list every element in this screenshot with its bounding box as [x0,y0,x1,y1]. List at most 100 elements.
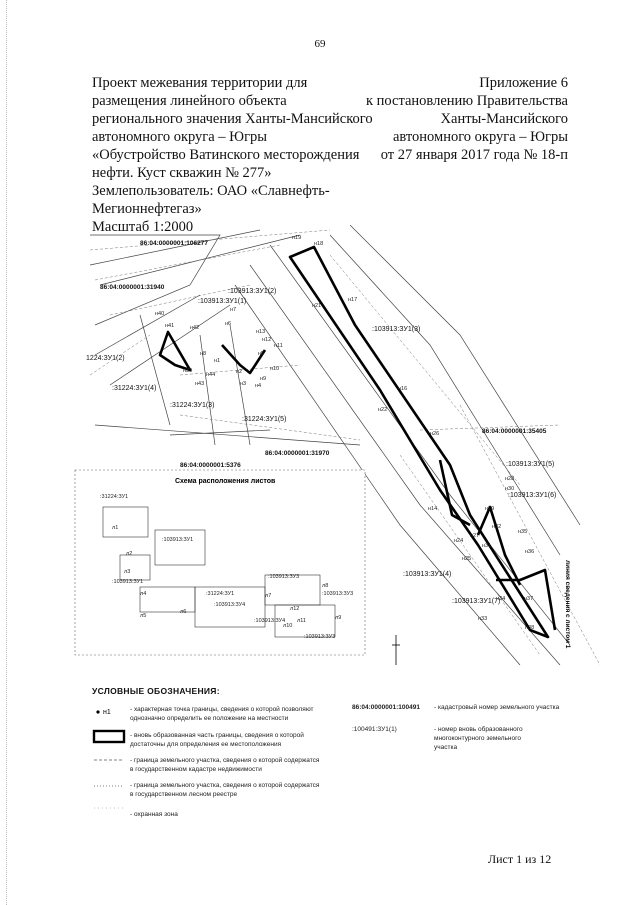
boundary-point-label: н14 [428,506,437,512]
header-line: Проект межевания территории для [92,75,308,91]
boundary-point-label: н29 [485,506,494,512]
boundary-point-label: н28 [505,476,514,482]
header-line: автономного округа – Югры [92,129,268,145]
header-line: Масштаб 1:2000 [92,219,194,235]
boundary-point-label: н38 [525,625,534,631]
boundary-point-label: н21 [312,303,321,309]
parcel-label: :31224:ЗУ1(5) [242,416,286,423]
boundary-point-label: н36 [525,549,534,555]
cadastre-label: 86:04:0000001:35405 [482,428,547,435]
header-line: Мегионнефтегаз» [92,201,202,217]
header-line: Ханты-Мансийского [440,111,568,127]
inset-parcel-label: :103913:ЗУ3 [268,574,299,580]
parcel-label: 1224:ЗУ1(2) [86,355,125,362]
sheet-number: Лист 1 из 12 [488,852,552,866]
point-symbol-label: н1 [103,709,111,716]
header-line: автономного округа – Югры [392,129,568,145]
legend-text: - вновь образованная часть границы, свед… [130,732,304,739]
parcel-label: :31224:ЗУ1(4) [112,385,156,392]
inset-number: л3 [124,569,130,575]
boundary-point-label: н12 [262,337,271,343]
parcel-label: :103913:ЗУ1(5) [506,461,554,468]
inset-number: л1 [112,525,118,531]
boundary-point-label: н18 [314,241,323,247]
legend-code: 86:04:0000001:100491 [352,704,420,711]
boundary-point-label: н30 [505,486,514,492]
inset-number: л4 [140,591,146,597]
boundary-point-label: н3 [240,381,246,387]
boundary-point-label: н34 [496,596,505,602]
new-boundary-symbol [92,729,126,744]
page-edge [6,0,9,905]
legend-title: УСЛОВНЫЕ ОБОЗНАЧЕНИЯ: [92,686,220,696]
boundary-point-label: н8 [200,351,206,357]
parcel-label: :103913:ЗУ1(1) [198,298,246,305]
inset-number: л5 [140,613,146,619]
inset-parcel-label: :103913:ЗУ4 [214,602,245,608]
header-line: регионального значения Ханты-Мансийского [92,111,373,127]
boundary-point-label: н22 [378,407,387,413]
header-line: «Обустройство Ватинского месторождения [92,147,360,163]
boundary-point-label: н6 [225,321,231,327]
parcel-label: :103913:ЗУ1(2) [228,288,276,295]
boundary-point-label: н44 [206,372,215,378]
boundary-point-label: н25 [462,556,471,562]
inset-parcel-label: :31224:ЗУ1 [206,591,234,597]
boundary-point-label: н42 [190,325,199,331]
inset-title: Схема расположения листов [175,478,276,485]
boundary-point-label: н27 [470,533,479,539]
boundary-point-label: н39 [183,368,192,374]
legend-text-block: - кадастровый номер земельного участка [434,703,559,712]
boundary-point-label: н40 [155,311,164,317]
north-arrow [392,635,400,665]
cadastre-label: 86:04:0000001:31970 [265,450,330,457]
cadastre-label: 86:04:0000001:5376 [180,462,241,469]
boundary-point-label: н19 [292,235,301,241]
header-line: Землепользователь: ОАО «Славнефть- [92,183,330,199]
cadastre-label: 86:04:0000001:106277 [140,240,208,247]
appendix-header: Приложение 6 к постановлению Правительств… [360,74,568,164]
header-line: размещения линейного объекта [92,93,287,109]
parcel-label: :103913:ЗУ1(6) [508,492,556,499]
boundary-point-label: н1 [214,358,220,364]
boundary-point-label: н2 [236,369,242,375]
new-parcel-boundaries [158,245,557,639]
header-line: Приложение 6 [479,75,568,91]
legend-item: - охранная зона [130,810,178,819]
survey-map: Схема расположения листов :31224:ЗУ1 :103… [74,225,601,666]
legend-text: участка [434,744,458,751]
legend-symbols: н1 [92,709,126,809]
boundary-point-label: н37 [524,596,533,602]
boundary-point-label: н43 [195,381,204,387]
legend-text: однозначно определить ее положение на ме… [130,715,289,722]
cadastre-label: 86:04:0000001:31940 [100,284,165,291]
boundary-point-label: н10 [270,366,279,372]
point-symbol [96,710,100,714]
boundary-point-label: н31 [482,543,491,549]
header-line: к постановлению Правительства [366,93,568,109]
boundary-point-label: н11 [274,343,283,349]
inset-number: л11 [297,618,306,624]
inset-parcel-label: :103913:ЗУ3 [322,591,353,597]
header-line: нефти. Куст скважин № 277» [92,165,272,181]
sheet-scheme [74,469,366,656]
boundary-point-label: н5 [258,351,264,357]
boundary-point-label: н9 [260,376,266,382]
legend-text: - кадастровый номер земельного участка [434,704,560,711]
legend-text: - характерная точка границы, сведения о … [130,706,314,713]
legend-item: - характерная точка границы, сведения о … [130,705,314,723]
boundary-point-label: н24 [454,538,463,544]
boundary-point-label: н16 [398,386,407,392]
boundary-point-label: н32 [492,524,501,530]
inset-number: л7 [265,593,271,599]
legend-text: в государственном кадастре недвижимости [130,766,262,773]
parcel-label: :103913:ЗУ1(7) [452,598,500,605]
page-number: 69 [314,38,326,50]
legend-code: :100491:ЗУ1(1) [352,726,397,733]
project-header: Проект межевания территории для размещени… [92,74,382,236]
parcel-label: :103913:ЗУ1(4) [403,571,451,578]
legend-text: в государственном лесном реестре [130,791,238,798]
legend-text: многоконтурного земельного [434,735,521,742]
match-line-caption: линия сведения с листом 1 [564,560,571,649]
